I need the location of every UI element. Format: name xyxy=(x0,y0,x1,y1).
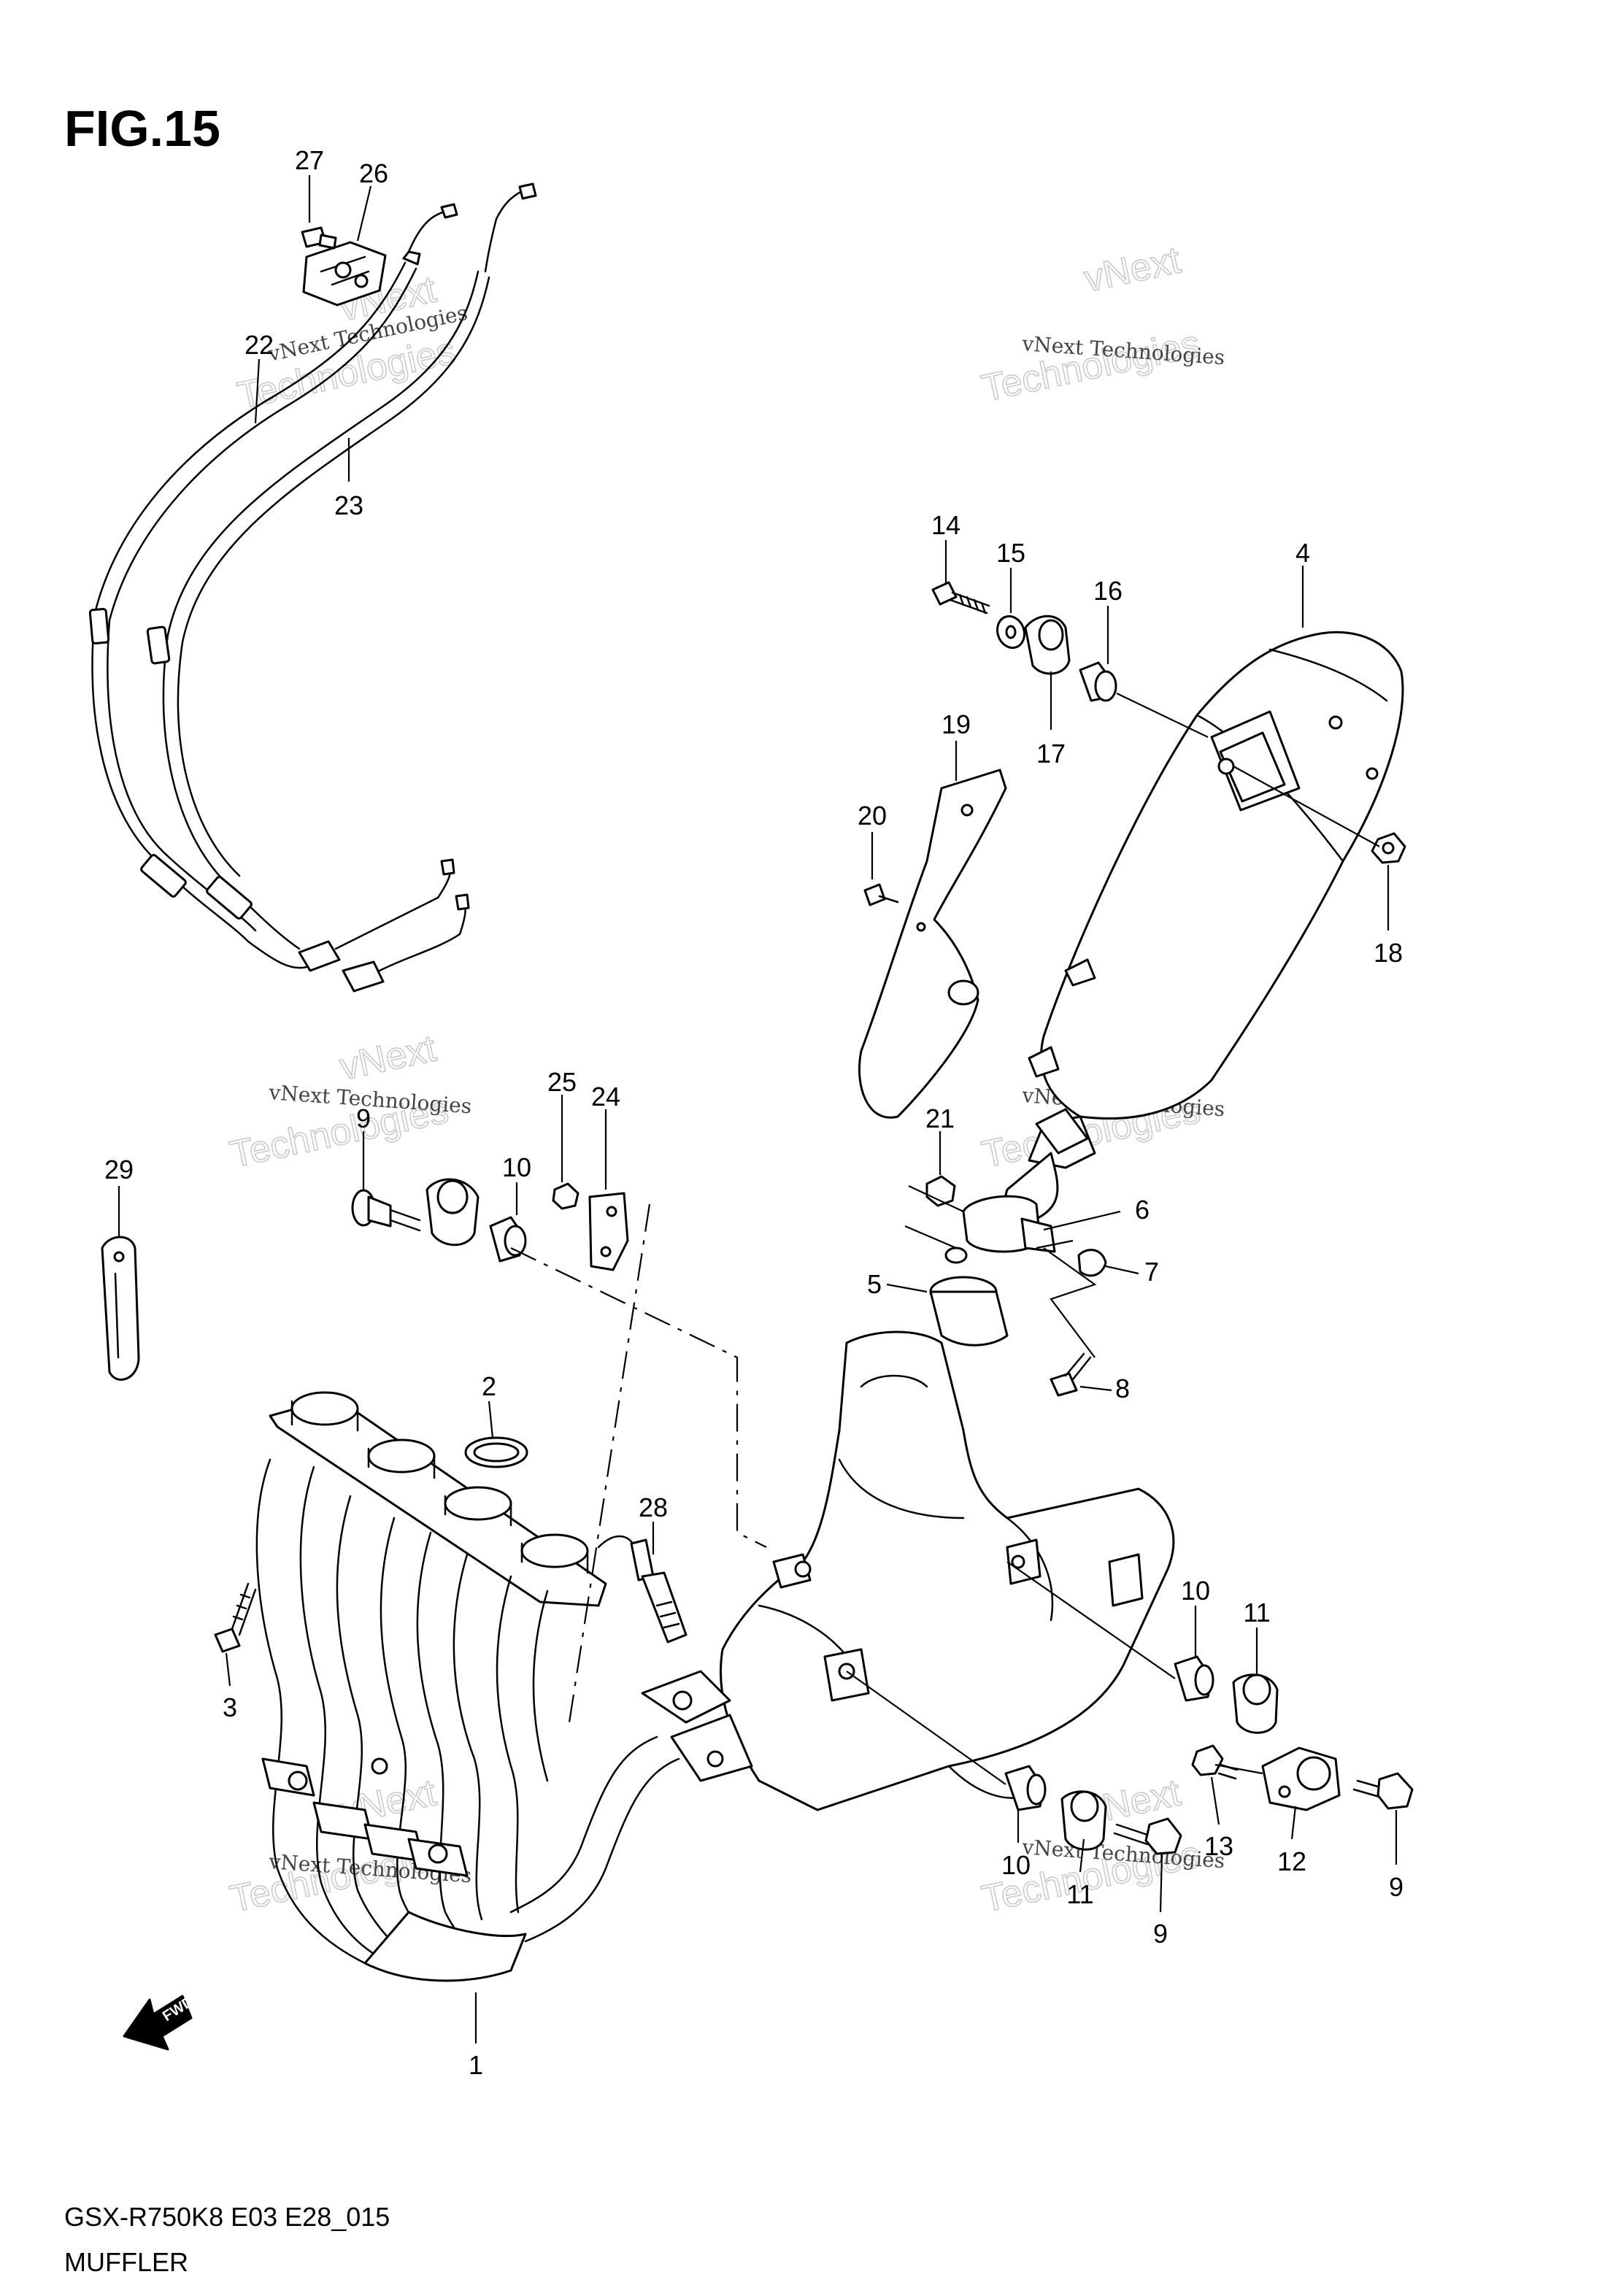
part-29-strap xyxy=(101,1236,140,1381)
svg-text:vNext: vNext xyxy=(1080,239,1185,300)
callout-6: 6 xyxy=(1135,1195,1150,1225)
callout-14: 14 xyxy=(931,510,960,540)
part-14-bolt xyxy=(931,581,990,615)
part-20-bolt xyxy=(863,883,899,906)
part-16-collar xyxy=(1079,661,1117,702)
part-2-gasket xyxy=(464,1436,528,1468)
part-23-throttle-cable xyxy=(146,182,537,993)
part-24-bracket xyxy=(588,1192,629,1271)
callout-11-right: 11 xyxy=(1243,1598,1270,1627)
part-1-exhaust-pipes xyxy=(255,1391,680,1982)
callout-25: 25 xyxy=(547,1067,577,1097)
callout-12: 12 xyxy=(1277,1846,1306,1876)
part-8-bolt xyxy=(1050,1352,1092,1397)
callout-9-upper: 9 xyxy=(356,1103,371,1133)
fwd-arrow-icon: FWD xyxy=(123,1993,196,2051)
part-19-heat-shield xyxy=(858,768,1007,1119)
part-27-bolt xyxy=(301,226,337,250)
part-18-nut xyxy=(1371,832,1406,864)
callout-7: 7 xyxy=(1144,1257,1159,1287)
callout-18: 18 xyxy=(1374,938,1403,968)
part-17-grommet xyxy=(1024,615,1071,675)
callout-19: 19 xyxy=(942,709,971,739)
assembly-axis-lines xyxy=(510,693,1380,1785)
part-10-collar-lower xyxy=(1004,1765,1047,1811)
callout-9-right: 9 xyxy=(1389,1872,1404,1902)
figure-code: GSX-R750K8 E03 E28_015 xyxy=(64,2202,390,2232)
callout-20: 20 xyxy=(858,801,887,831)
callout-26: 26 xyxy=(359,158,388,188)
callout-10-right: 10 xyxy=(1181,1576,1210,1606)
part-4-muffler xyxy=(1004,631,1404,1222)
part-5-gasket xyxy=(929,1276,1009,1347)
part-7-spring-clip xyxy=(1077,1249,1107,1277)
callout-11-lower: 11 xyxy=(1066,1879,1093,1909)
callout-labels: 27 26 22 23 14 15 16 4 17 19 20 18 9 25 … xyxy=(104,145,1404,2080)
callout-9-lower: 9 xyxy=(1153,1919,1168,1949)
callout-24: 24 xyxy=(591,1082,620,1112)
callout-10-upper: 10 xyxy=(502,1152,531,1182)
callout-28: 28 xyxy=(639,1492,668,1522)
part-12-bracket xyxy=(1261,1746,1341,1811)
callout-22: 22 xyxy=(245,330,274,360)
callout-4: 4 xyxy=(1295,538,1310,568)
callout-17: 17 xyxy=(1036,739,1066,768)
figure-title: FIG.15 xyxy=(64,100,220,157)
callout-16: 16 xyxy=(1093,576,1123,606)
part-9-bolt-upper xyxy=(351,1189,421,1232)
part-10-collar-upper xyxy=(489,1216,527,1263)
part-9-bolt-right xyxy=(1352,1772,1414,1810)
part-3-bolt xyxy=(214,1582,257,1653)
svg-text:vNext: vNext xyxy=(336,1027,440,1088)
watermark-top-right: vNext Technologies vNext Technologies xyxy=(978,239,1226,411)
part-28-oxygen-sensor xyxy=(597,1535,688,1644)
exhaust-chamber xyxy=(641,1330,1175,1811)
callout-8: 8 xyxy=(1115,1374,1130,1403)
part-10-collar-right xyxy=(1174,1655,1214,1702)
callout-1: 1 xyxy=(469,2050,483,2080)
callout-2: 2 xyxy=(482,1371,496,1401)
figure-name: MUFFLER xyxy=(64,2247,188,2277)
part-26-cable-guide xyxy=(302,241,387,307)
callout-10-lower: 10 xyxy=(1001,1850,1031,1880)
callout-21: 21 xyxy=(925,1103,955,1133)
part-25-nut xyxy=(552,1182,580,1210)
callout-13: 13 xyxy=(1204,1831,1233,1861)
part-22-throttle-cable xyxy=(88,203,458,972)
part-9-bolt-lower xyxy=(1113,1817,1182,1855)
part-11-grommet-lower xyxy=(1060,1790,1107,1851)
part-13-bolt xyxy=(1191,1744,1239,1780)
callout-3: 3 xyxy=(223,1692,237,1722)
part-15-washer xyxy=(996,615,1026,650)
callout-15: 15 xyxy=(996,538,1025,568)
watermark-mid-left: vNext Technologies vNext Technologies xyxy=(226,1027,473,1177)
part-11-grommet-upper xyxy=(426,1178,480,1247)
callout-27: 27 xyxy=(295,145,324,175)
callout-29: 29 xyxy=(104,1155,134,1184)
callout-5: 5 xyxy=(867,1269,882,1299)
callout-23: 23 xyxy=(334,490,363,520)
leader-lines xyxy=(118,175,1398,2043)
part-11-grommet-right xyxy=(1232,1673,1279,1734)
part-6-clamp xyxy=(944,1195,1056,1264)
